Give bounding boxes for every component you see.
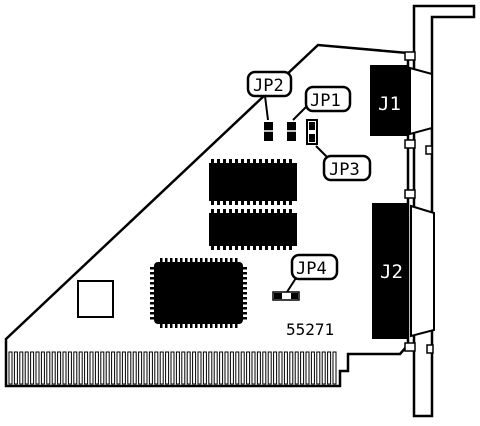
jp2-label: JP2: [253, 76, 284, 96]
dip-chip-upper: [209, 159, 297, 205]
j2-label: J2: [380, 261, 403, 283]
jumper-jp3: [306, 119, 318, 145]
dip-chip-lower: [209, 209, 297, 250]
large-chip: [150, 258, 247, 328]
callout-leaders: [264, 95, 329, 293]
board-number: 55271: [286, 320, 334, 339]
edge-connector: [8, 351, 337, 385]
square-component: [77, 280, 114, 318]
jp1-label: JP1: [310, 91, 341, 111]
j1-label: J1: [378, 93, 401, 115]
callout-jp1: JP1: [304, 85, 352, 113]
callout-jp3: JP3: [322, 154, 372, 182]
jp4-label: JP4: [296, 259, 327, 279]
connector-j1: J1: [370, 51, 433, 155]
connector-j2: J2: [372, 189, 435, 354]
jumper-jp4: [272, 291, 300, 301]
callout-jp2: JP2: [246, 70, 293, 98]
mounting-bracket: [412, 4, 476, 418]
jp3-label: JP3: [329, 160, 360, 180]
jumper-jp1: [287, 122, 296, 141]
jumper-jp2: [264, 122, 273, 141]
callout-jp4: JP4: [290, 253, 339, 281]
